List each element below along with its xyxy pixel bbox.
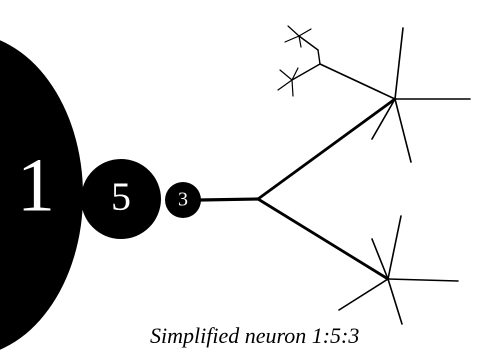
lower-terminal: [338, 215, 459, 325]
circle-ratio-3-label: 3: [178, 189, 188, 211]
upper-branch: [256, 97, 397, 201]
circle-ratio-5-label: 5: [111, 174, 131, 219]
circle-ratio-1-label: 1: [17, 143, 55, 227]
upper-subbranch: [277, 25, 321, 97]
diagram-caption: Simplified neuron 1:5:3: [150, 323, 359, 348]
circle-ratio-3: [165, 182, 201, 218]
upper-terminal: [319, 27, 471, 163]
circle-ratio-5: [81, 159, 161, 239]
circle-ratio-1: [0, 40, 83, 350]
lower-branch: [256, 197, 390, 281]
axon-trunk: [198, 197, 260, 202]
